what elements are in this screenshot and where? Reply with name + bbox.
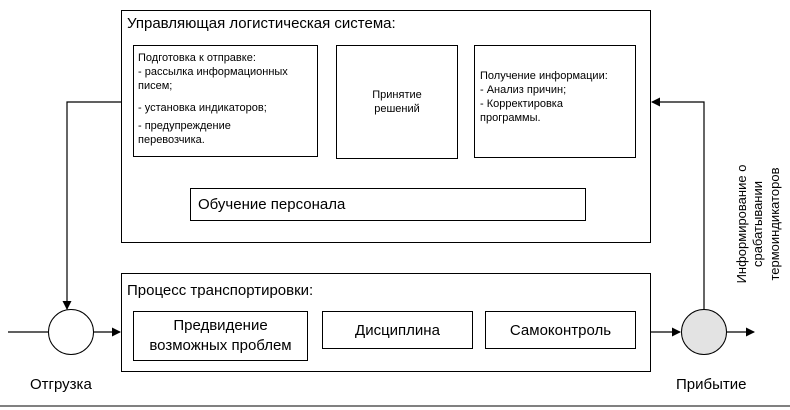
prepare-item-1: - рассылка информационных писем;: [138, 66, 288, 92]
arrival-circle: [681, 309, 727, 355]
informing-text: Информирование о срабатывании термоиндик…: [734, 164, 782, 284]
training-label: Обучение персонала: [198, 196, 346, 213]
shipment-label: Отгрузка: [30, 376, 92, 393]
transport-box-discipline: Дисциплина: [322, 311, 473, 349]
transport-title: Процесс транспортировки:: [127, 282, 314, 299]
training-box: Обучение персонала: [190, 188, 586, 221]
arrow-feedback: [651, 97, 705, 309]
foresight-label: Предвидение возможных проблем: [149, 316, 292, 354]
transport-box-selfcontrol: Самоконтроль: [485, 311, 636, 349]
decision-box: Принятие решений: [336, 45, 458, 159]
discipline-label: Дисциплина: [355, 321, 440, 339]
shipment-circle: [48, 309, 94, 355]
info-item-2: - Корректировка программы.: [480, 98, 563, 124]
control-system-title: Управляющая логистическая система:: [127, 15, 396, 32]
info-box: Получение информации: - Анализ причин; -…: [474, 45, 636, 158]
selfcontrol-label: Самоконтроль: [509, 321, 612, 339]
decision-label: Принятие решений: [372, 88, 422, 115]
prepare-item-2: - установка индикаторов;: [138, 102, 267, 114]
prepare-item-3: - предупреждение перевозчика.: [138, 120, 231, 146]
arrival-label: Прибытие: [676, 376, 747, 393]
info-item-1: - Анализ причин;: [480, 84, 567, 96]
info-title: Получение информации:: [480, 70, 608, 82]
prepare-title: Подготовка к отправке:: [138, 52, 256, 64]
informing-label: Информирование о срабатывании термоиндик…: [734, 144, 782, 304]
transport-box-foresight: Предвидение возможных проблем: [133, 311, 308, 361]
prepare-box: Подготовка к отправке: - рассылка информ…: [133, 45, 318, 157]
arrow-control-to-shipment: [62, 101, 121, 310]
